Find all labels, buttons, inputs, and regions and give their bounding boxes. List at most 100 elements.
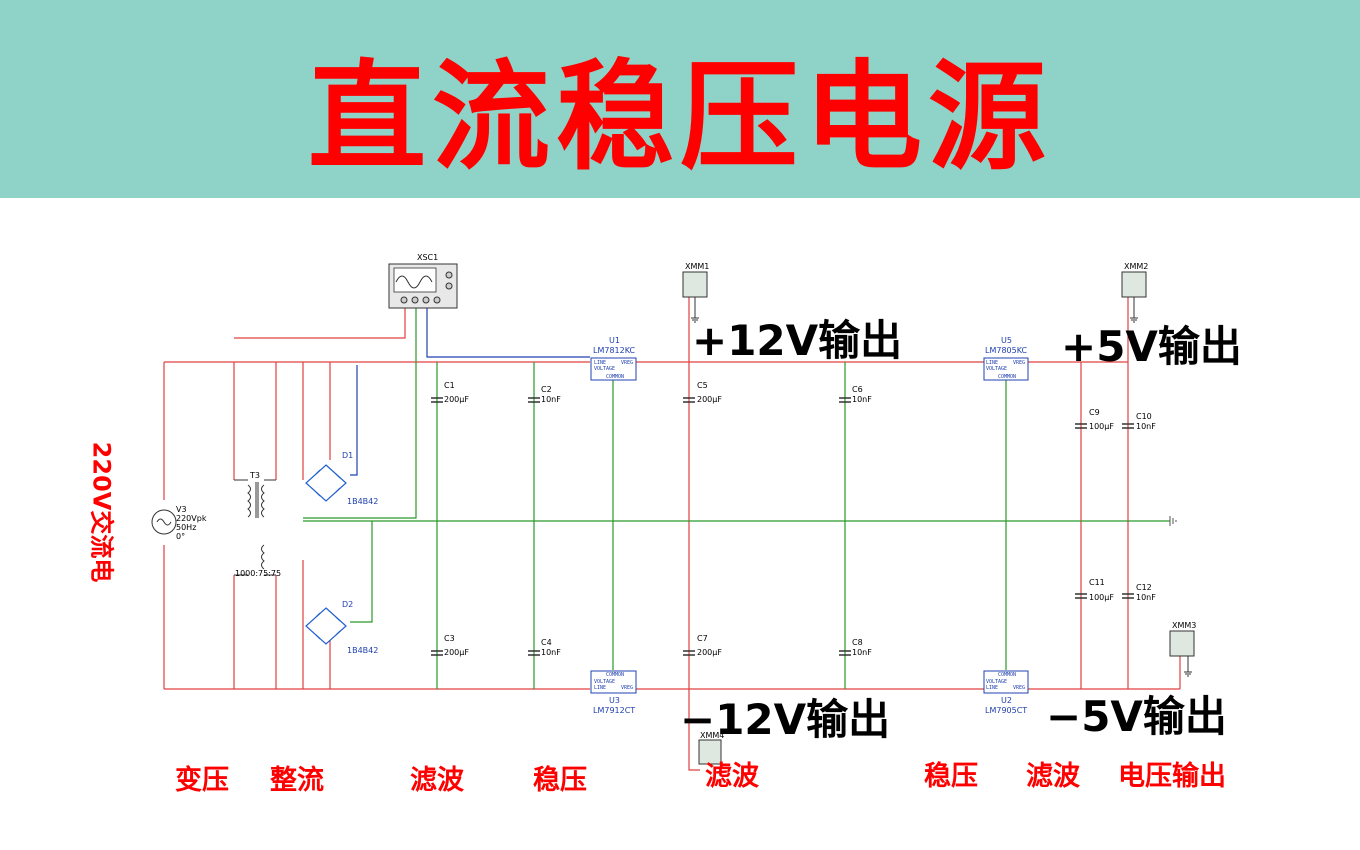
- u5-part: LM7805KC: [985, 346, 1028, 355]
- meter-xmm2-ref: XMM2: [1124, 262, 1149, 271]
- u5-ref: U5: [1001, 336, 1012, 345]
- c7-ref: C7: [697, 634, 708, 643]
- regulator-boxes: [590, 357, 1029, 694]
- u1-pin-voltage: VOLTAGE: [594, 366, 616, 372]
- wire-12v-branch: [688, 290, 700, 771]
- stage-regulate-2: 稳压: [924, 761, 978, 792]
- c12-value: 10nF: [1136, 593, 1156, 602]
- ac-source-label: 220V交流电: [87, 441, 116, 583]
- stage-filter-3: 滤波: [1026, 761, 1080, 792]
- wire-d2-green: [350, 521, 373, 623]
- u5-pin-line: LINE: [986, 360, 999, 366]
- ac-wires: [163, 290, 1181, 771]
- wire-5v-branch: [1080, 290, 1129, 689]
- c7-value: 200µF: [697, 648, 722, 657]
- c12-ref: C12: [1136, 583, 1152, 592]
- oscilloscope-icon[interactable]: [388, 263, 458, 309]
- title-banner: 直流稳压电源: [0, 0, 1360, 198]
- u3-part: LM7912CT: [593, 706, 636, 715]
- output-plus12-label: +12V输出: [692, 316, 903, 365]
- output-minus12-label: −12V输出: [680, 695, 891, 744]
- stage-filter-1: 滤波: [410, 765, 464, 796]
- c11-value: 100µF: [1089, 593, 1114, 602]
- c1-value: 200µF: [444, 395, 469, 404]
- c4-ref: C4: [541, 638, 552, 647]
- meter-xmm3-ref: XMM3: [1172, 621, 1197, 630]
- wire-osc-green: [303, 305, 417, 519]
- bridge-rectifier-d2: [305, 607, 347, 645]
- c10-value: 10nF: [1136, 422, 1156, 431]
- c11-ref: C11: [1089, 578, 1105, 587]
- d1-part: 1B4B42: [347, 497, 379, 506]
- source-phase: 0°: [176, 532, 186, 541]
- c6-ref: C6: [852, 385, 863, 394]
- page-title: 直流稳压电源: [307, 48, 1052, 186]
- u1-pin-vreg: VREG: [621, 360, 634, 366]
- c2-value: 10nF: [541, 395, 561, 404]
- transformer-ref: T3: [250, 471, 260, 480]
- c10-ref: C10: [1136, 412, 1152, 421]
- stage-regulate-1: 稳压: [533, 765, 587, 796]
- u3-pin-vreg: VREG: [621, 685, 634, 691]
- transformer-ratio: 1000:75:75: [235, 569, 282, 578]
- c5-ref: C5: [697, 381, 708, 390]
- ac-source-icon: [151, 509, 177, 535]
- d2-part: 1B4B42: [347, 646, 379, 655]
- signal-wires: [350, 305, 590, 476]
- u3-ref: U3: [609, 696, 620, 705]
- u2-pin-common: COMMON: [998, 672, 1017, 678]
- output-plus5-label: +5V输出: [1061, 322, 1242, 371]
- u5-pin-vreg: VREG: [1013, 360, 1026, 366]
- multimeter-icons: [682, 271, 1195, 765]
- wire-reg-common: [612, 380, 1007, 670]
- c9-ref: C9: [1089, 408, 1100, 417]
- u2-pin-voltage: VOLTAGE: [986, 679, 1008, 685]
- u5-pin-voltage: VOLTAGE: [986, 366, 1008, 372]
- d1-ref: D1: [342, 451, 354, 460]
- u1-pin-line: LINE: [594, 360, 607, 366]
- bridge-rectifier-d1: [305, 464, 347, 502]
- ground-symbol: [1169, 516, 1177, 526]
- u2-pin-line: LINE: [986, 685, 999, 691]
- oscilloscope-ref: XSC1: [417, 253, 439, 262]
- c9-value: 100µF: [1089, 422, 1114, 431]
- stage-voltage-output: 电压输出: [1118, 761, 1226, 792]
- stage-rectify: 整流: [270, 765, 324, 796]
- u2-ref: U2: [1001, 696, 1012, 705]
- wire-d1-blue: [350, 365, 358, 476]
- c4-value: 10nF: [541, 648, 561, 657]
- c3-value: 200µF: [444, 648, 469, 657]
- c8-ref: C8: [852, 638, 863, 647]
- ground-wires: [303, 305, 1170, 689]
- c3-ref: C3: [444, 634, 455, 643]
- u1-ref: U1: [609, 336, 620, 345]
- u5-pin-common: COMMON: [998, 374, 1017, 380]
- stage-filter-2: 滤波: [705, 761, 759, 792]
- c6-value: 10nF: [852, 395, 872, 404]
- source-frequency: 50Hz: [176, 523, 197, 532]
- meter-xmm4-ref: XMM4: [700, 731, 725, 740]
- wire-osc-red: [234, 305, 406, 339]
- source-ref: V3: [176, 505, 187, 514]
- transformer-icon: [234, 479, 276, 576]
- stage-transform: 变压: [175, 765, 229, 796]
- wire-osc-blue: [426, 305, 590, 358]
- c8-value: 10nF: [852, 648, 872, 657]
- wire-cap-columns: [436, 362, 846, 689]
- d2-ref: D2: [342, 600, 354, 609]
- u3-pin-common: COMMON: [606, 672, 625, 678]
- u2-pin-vreg: VREG: [1013, 685, 1026, 691]
- meter-xmm1-ref: XMM1: [685, 262, 710, 271]
- output-minus5-label: −5V输出: [1046, 692, 1227, 741]
- u1-pin-common: COMMON: [606, 374, 625, 380]
- c1-ref: C1: [444, 381, 455, 390]
- c5-value: 200µF: [697, 395, 722, 404]
- u3-pin-voltage: VOLTAGE: [594, 679, 616, 685]
- capacitor-symbols: [431, 397, 1134, 656]
- u3-pin-line: LINE: [594, 685, 607, 691]
- wire-bridge: [302, 362, 331, 689]
- u2-part: LM7905CT: [985, 706, 1028, 715]
- source-amplitude: 220Vpk: [176, 514, 207, 523]
- c2-ref: C2: [541, 385, 552, 394]
